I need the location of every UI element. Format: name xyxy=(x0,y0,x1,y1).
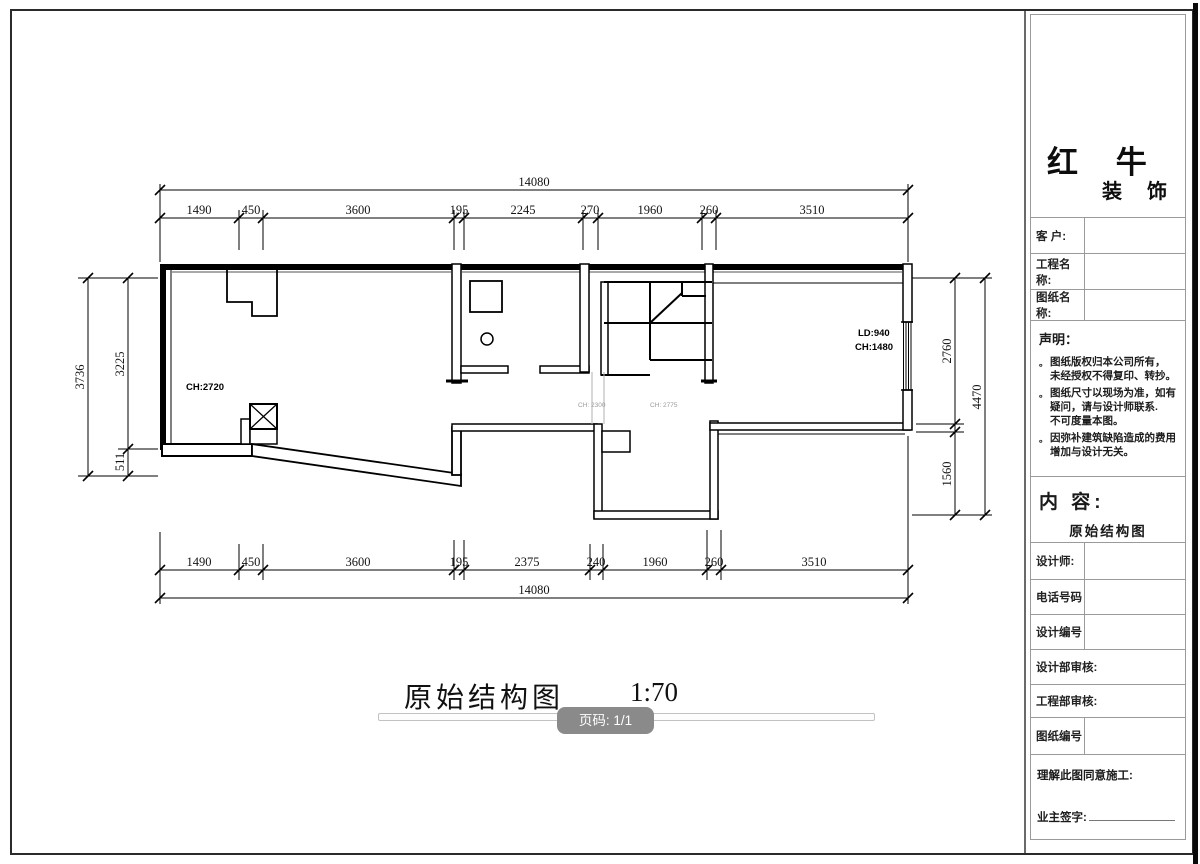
sloped-wall xyxy=(251,442,462,488)
field-label: 工程部审核: xyxy=(1036,696,1098,708)
page-number-badge: 页码: 1/1 xyxy=(557,707,654,734)
svg-text:195: 195 xyxy=(450,203,469,217)
beam-reference-lines xyxy=(591,372,605,424)
field-row-design-review: 设计部审核: xyxy=(1030,649,1186,685)
brand-subname: 装 饰 xyxy=(1102,181,1177,203)
bathroom-fixtures xyxy=(469,280,503,346)
field-row-customer: 客 户: xyxy=(1030,217,1186,254)
svg-text:3600: 3600 xyxy=(346,555,371,569)
signature-line xyxy=(1088,810,1175,821)
drawing-scale: 1:70 xyxy=(630,677,679,707)
title-block: 红 牛 装 饰 客 户: 工程名称: 图纸名称: 声明： 。 图纸版权归本公司所… xyxy=(1030,14,1186,840)
field-label: 客 户: xyxy=(1036,230,1067,243)
dim-left-total: 3736 xyxy=(73,365,87,390)
bottom-bay xyxy=(593,420,719,520)
svg-text:3510: 3510 xyxy=(802,555,827,569)
svg-text:1560: 1560 xyxy=(940,462,954,487)
svg-text:240: 240 xyxy=(587,555,606,569)
svg-text:2245: 2245 xyxy=(511,203,536,217)
svg-text:1960: 1960 xyxy=(643,555,668,569)
svg-text:3225: 3225 xyxy=(113,352,127,377)
dimensions-right: 2760 1560 4470 xyxy=(912,272,992,521)
beam-height-label-a: CH: 2300 xyxy=(578,402,606,409)
right-wall-window xyxy=(901,263,913,431)
field-label: 电话号码 xyxy=(1036,592,1082,604)
svg-text:2375: 2375 xyxy=(515,555,540,569)
drain-circle xyxy=(480,332,494,346)
field-label: 设计师: xyxy=(1036,556,1075,568)
bullet-marker: 。 xyxy=(1039,434,1049,444)
field-label: 设计编号 xyxy=(1036,627,1082,639)
field-row-phone: 电话号码 xyxy=(1030,579,1186,615)
field-label: 工程名称: xyxy=(1036,258,1071,287)
drawing-title: 原始结构图 xyxy=(404,683,565,714)
svg-text:2760: 2760 xyxy=(940,339,954,364)
svg-text:450: 450 xyxy=(242,203,261,217)
beam-height-label-b: CH: 2775 xyxy=(650,402,678,409)
dimensions-bottom: 1490 450 3600 195 2375 240 1960 260 3510… xyxy=(154,436,914,604)
statement-box: 声明： 。 图纸版权归本公司所有， 未经授权不得复印、转抄。 。 图纸尺寸以现场… xyxy=(1030,320,1186,477)
bullet-marker: 。 xyxy=(1039,389,1049,399)
svg-text:1490: 1490 xyxy=(187,203,212,217)
svg-text:1960: 1960 xyxy=(638,203,663,217)
content-value: 原始结构图 xyxy=(1069,524,1147,539)
flue-notch xyxy=(226,270,278,317)
agreement-text: 理解此图同意施工: xyxy=(1037,770,1133,782)
shower-box xyxy=(469,280,503,313)
field-row-design-number: 设计编号 xyxy=(1030,614,1186,650)
brand-name: 红 牛 xyxy=(1047,145,1162,180)
svg-text:1490: 1490 xyxy=(187,555,212,569)
dimensions-left: 3736 3225 511 xyxy=(73,272,158,482)
room-labels: CH:2720 LD:940 CH:1480 CH: 2300 CH: 2775 xyxy=(186,328,893,409)
statement-item: 。 图纸尺寸以现场为准，如有 疑问，请与设计师联系. 不可度量本图。 xyxy=(1039,387,1176,427)
svg-text:511: 511 xyxy=(113,453,127,471)
bullet-marker: 。 xyxy=(1039,358,1049,368)
sheet-frame xyxy=(10,3,1198,864)
floor-plan-walls xyxy=(160,263,913,520)
field-row-project-name: 工程名称: xyxy=(1030,253,1186,290)
field-row-drawing-number: 图纸编号 xyxy=(1030,717,1186,755)
svg-text:270: 270 xyxy=(581,203,600,217)
stairs xyxy=(604,281,712,361)
content-label: 内 容: xyxy=(1039,492,1105,513)
field-row-drawing-name: 图纸名称: xyxy=(1030,289,1186,321)
field-row-designer: 设计师: xyxy=(1030,542,1186,580)
statement-item: 。 因弥补建筑缺陷造成的费用 增加与设计无关。 xyxy=(1039,432,1176,458)
signature-label: 业主签字: xyxy=(1037,812,1087,824)
column-x xyxy=(240,403,278,445)
svg-text:195: 195 xyxy=(450,555,469,569)
dim-bottom-total: 14080 xyxy=(518,583,549,597)
field-label: 设计部审核: xyxy=(1036,662,1098,674)
dimensions-top: 14080 1490 450 3600 195 2245 270 1960 26… xyxy=(154,175,914,262)
dim-right-total: 4470 xyxy=(970,385,984,410)
right-room-ld-label: LD:940 xyxy=(858,328,890,339)
right-room-height-label: CH:1480 xyxy=(855,342,893,353)
left-room-height-label: CH:2720 xyxy=(186,382,224,393)
field-label: 图纸名称: xyxy=(1036,292,1071,320)
brand-box: 红 牛 装 饰 xyxy=(1030,14,1186,218)
svg-text:260: 260 xyxy=(700,203,719,217)
statement-item: 。 图纸版权归本公司所有， 未经授权不得复印、转抄。 xyxy=(1039,356,1176,382)
content-box: 内 容: 原始结构图 xyxy=(1030,476,1186,543)
svg-text:260: 260 xyxy=(705,555,724,569)
svg-text:3510: 3510 xyxy=(800,203,825,217)
stair-diagonal xyxy=(649,292,683,324)
svg-text:450: 450 xyxy=(242,555,261,569)
signature-box: 理解此图同意施工: 业主签字: xyxy=(1030,754,1186,840)
statement-title: 声明： xyxy=(1039,332,1079,347)
dim-top-total: 14080 xyxy=(518,175,549,189)
field-label: 图纸编号 xyxy=(1036,731,1082,743)
svg-text:3600: 3600 xyxy=(346,203,371,217)
field-row-engineering-review: 工程部审核: xyxy=(1030,684,1186,718)
